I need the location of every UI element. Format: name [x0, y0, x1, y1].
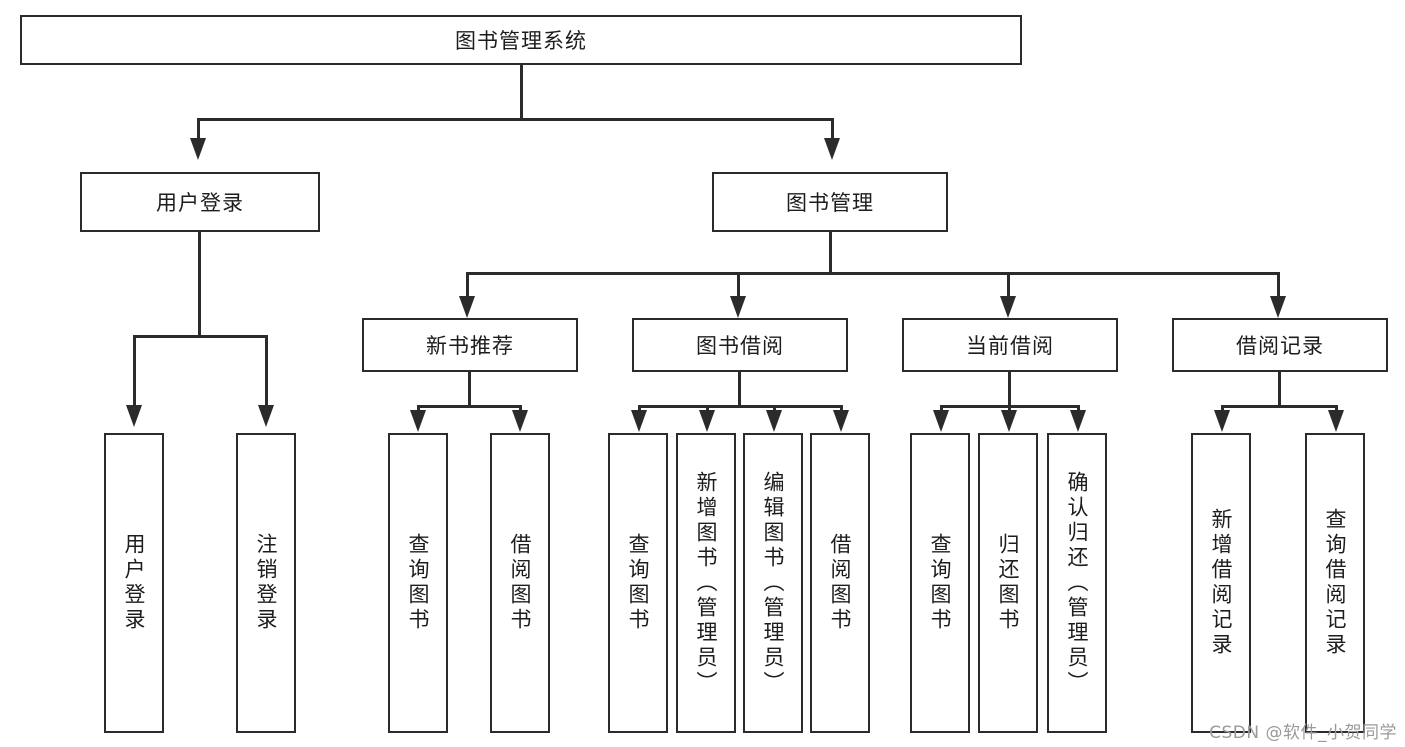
connector-newbook-l1 [417, 405, 420, 413]
arrow-newbook-l2 [512, 410, 528, 432]
leaf-borrow-add-book-admin[interactable]: 新增图书（管理员） [676, 433, 736, 733]
connector-root-stem [520, 65, 523, 120]
connector-record-l1 [1221, 405, 1224, 413]
arrow-bookmgmt-to-record [1270, 296, 1286, 318]
node-root-system[interactable]: 图书管理系统 [20, 15, 1022, 65]
leaf-newbook-borrow-book[interactable]: 借阅图书 [490, 433, 550, 733]
connector-userlogin-stem [198, 232, 201, 337]
leaf-current-return-book[interactable]: 归还图书 [978, 433, 1038, 733]
connector-root-to-login [197, 118, 200, 140]
arrow-current-l2 [1001, 410, 1017, 432]
connector-record-l2 [1335, 405, 1338, 413]
node-book-borrow[interactable]: 图书借阅 [632, 318, 848, 372]
arrow-current-l1 [933, 410, 949, 432]
connector-userlogin-bus [133, 335, 268, 338]
watermark-text: CSDN @软件_小贺同学 [1209, 723, 1397, 743]
arrow-record-l2 [1328, 410, 1344, 432]
arrow-root-to-bookmgmt [824, 138, 840, 160]
connector-record-bus [1221, 405, 1338, 408]
arrow-borrow-l1 [631, 410, 647, 432]
arrow-bookmgmt-to-borrow [730, 296, 746, 318]
leaf-record-query-record[interactable]: 查询借阅记录 [1305, 433, 1365, 733]
node-book-management[interactable]: 图书管理 [712, 172, 948, 232]
connector-current-l3 [1077, 405, 1080, 413]
arrow-newbook-l1 [410, 410, 426, 432]
node-user-login[interactable]: 用户登录 [80, 172, 320, 232]
leaf-current-query-book[interactable]: 查询图书 [910, 433, 970, 733]
leaf-borrow-query-book[interactable]: 查询图书 [608, 433, 668, 733]
connector-bookmgmt-to-newbook [466, 272, 469, 300]
node-borrow-record[interactable]: 借阅记录 [1172, 318, 1388, 372]
connector-newbook-l2 [519, 405, 522, 413]
arrow-userlogin-leaf2 [258, 405, 274, 427]
arrow-bookmgmt-to-current [1000, 296, 1016, 318]
connector-bookmgmt-stem [829, 232, 832, 274]
arrow-current-l3 [1070, 410, 1086, 432]
node-new-book-recommend[interactable]: 新书推荐 [362, 318, 578, 372]
leaf-newbook-query-book[interactable]: 查询图书 [388, 433, 448, 733]
connector-bookmgmt-to-record [1277, 272, 1280, 300]
connector-userlogin-leaf2 [265, 335, 268, 407]
connector-borrow-l1 [638, 405, 641, 413]
leaf-borrow-borrow-book[interactable]: 借阅图书 [810, 433, 870, 733]
connector-borrow-l4 [840, 405, 843, 413]
connector-borrow-l2 [706, 405, 709, 413]
arrow-userlogin-leaf1 [126, 405, 142, 427]
connector-current-stem [1008, 372, 1011, 408]
arrow-root-to-login [190, 138, 206, 160]
leaf-user-login-signout[interactable]: 注销登录 [236, 433, 296, 733]
connector-root-bus [197, 118, 834, 121]
connector-borrow-stem [738, 372, 741, 408]
arrow-borrow-l4 [833, 410, 849, 432]
leaf-current-confirm-return-admin[interactable]: 确认归还（管理员） [1047, 433, 1107, 733]
connector-newbook-bus [417, 405, 522, 408]
leaf-user-login-signin[interactable]: 用户登录 [104, 433, 164, 733]
connector-bookmgmt-to-borrow [737, 272, 740, 300]
connector-current-l2 [1008, 405, 1011, 413]
connector-borrow-l3 [773, 405, 776, 413]
connector-root-to-bookmgmt [831, 118, 834, 140]
leaf-borrow-edit-book-admin[interactable]: 编辑图书（管理员） [743, 433, 803, 733]
leaf-record-add-record[interactable]: 新增借阅记录 [1191, 433, 1251, 733]
connector-current-l1 [940, 405, 943, 413]
arrow-borrow-l2 [699, 410, 715, 432]
connector-newbook-stem [468, 372, 471, 408]
connector-userlogin-leaf1 [133, 335, 136, 407]
arrow-record-l1 [1214, 410, 1230, 432]
connector-bookmgmt-bus [466, 272, 1280, 275]
connector-borrow-bus [638, 405, 843, 408]
arrow-borrow-l3 [766, 410, 782, 432]
arrow-bookmgmt-to-newbook [459, 296, 475, 318]
connector-record-stem [1278, 372, 1281, 408]
node-current-borrow[interactable]: 当前借阅 [902, 318, 1118, 372]
connector-bookmgmt-to-current [1007, 272, 1010, 300]
